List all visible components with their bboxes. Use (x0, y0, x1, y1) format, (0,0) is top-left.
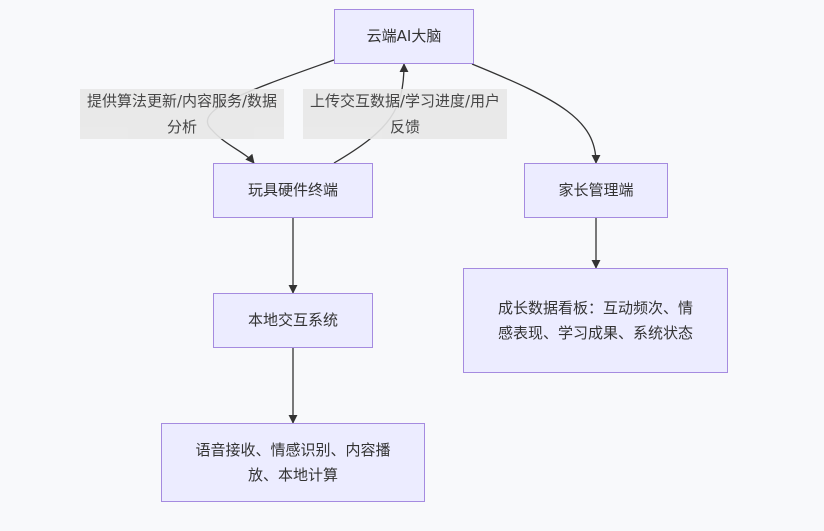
node-growth-dashboard[interactable]: 成长数据看板：互动频次、情感表现、学习成果、系统状态 (463, 268, 728, 373)
node-parent-console[interactable]: 家长管理端 (524, 163, 668, 218)
edge-label-cloud-to-toy: 提供算法更新/内容服务/数据分析 (80, 89, 284, 139)
node-local-functions[interactable]: 语音接收、情感识别、内容播放、本地计算 (161, 423, 425, 502)
node-cloud-ai-brain[interactable]: 云端AI大脑 (334, 9, 474, 64)
edge-cloud-to-parent (471, 63, 601, 164)
node-local-interaction[interactable]: 本地交互系统 (213, 293, 373, 348)
node-toy-hardware[interactable]: 玩具硬件终端 (213, 163, 373, 218)
edge-label-toy-to-cloud: 上传交互数据/学习进度/用户反馈 (303, 89, 507, 139)
